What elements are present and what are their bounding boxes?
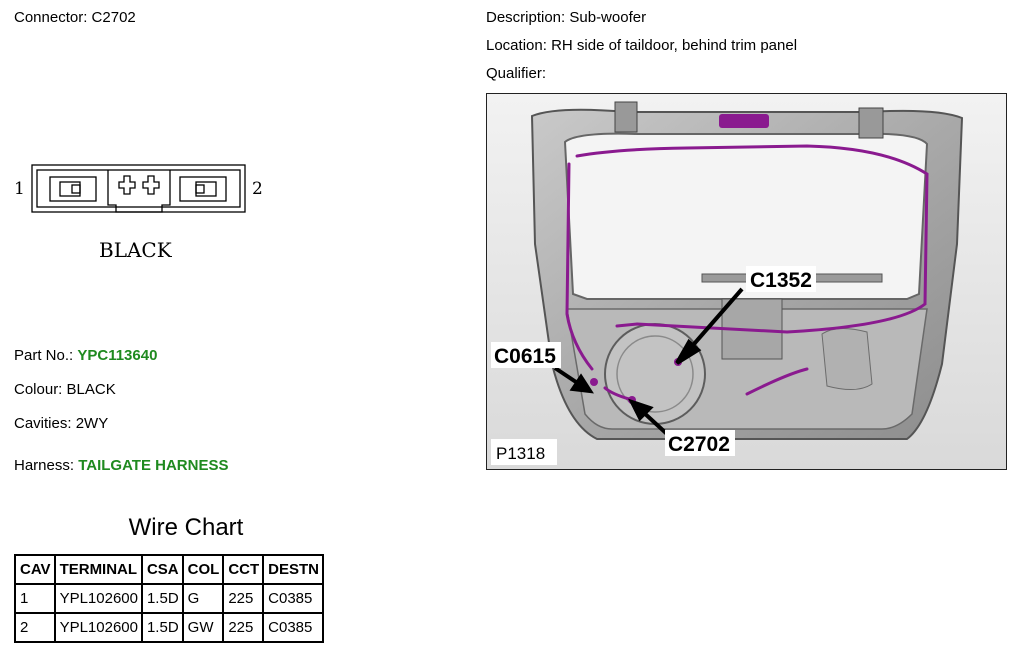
callout-c1352-bg bbox=[746, 266, 816, 292]
right-hinge bbox=[858, 107, 884, 139]
connector-value: C2702 bbox=[91, 9, 136, 26]
cell-csa: 1.5D bbox=[140, 583, 184, 614]
photo-ref-bg bbox=[491, 439, 557, 465]
cavities-label: Cavities: bbox=[14, 415, 72, 432]
location-photo: C1352 C0615 C2702 P1318 bbox=[486, 93, 1007, 470]
cell-destn: C0385 bbox=[262, 583, 324, 614]
harness-connector-top bbox=[719, 114, 769, 128]
colour-field: Colour: BLACK bbox=[14, 381, 116, 398]
part-no-field: Part No.: YPC113640 bbox=[14, 347, 157, 364]
qualifier-field: Qualifier: bbox=[486, 65, 546, 82]
pin-2-label: 2 bbox=[252, 179, 263, 199]
harness-field: Harness: TAILGATE HARNESS bbox=[14, 457, 228, 474]
qualifier-label: Qualifier: bbox=[486, 65, 547, 82]
table-row: 1 YPL102600 1.5D G 225 C0385 bbox=[14, 583, 324, 614]
photo-ref: P1318 bbox=[496, 444, 545, 463]
harness-value: TAILGATE HARNESS bbox=[78, 457, 229, 474]
cell-cct: 225 bbox=[222, 612, 265, 643]
location-field: Location: RH side of taildoor, behind tr… bbox=[486, 37, 797, 54]
description-label: Description: bbox=[486, 9, 566, 26]
wire-chart-title: Wire Chart bbox=[128, 514, 244, 541]
pin-1-label: 1 bbox=[14, 179, 25, 199]
tailgate-illustration: C1352 C0615 C2702 P1318 bbox=[487, 94, 1006, 469]
part-no-label: Part No.: bbox=[14, 347, 74, 364]
connector-field: Connector: C2702 bbox=[14, 9, 136, 26]
connector-label: Connector: bbox=[14, 9, 88, 26]
cell-cav: 1 bbox=[14, 583, 56, 614]
connector-face-diagram: 1 2 BLACK bbox=[14, 164, 263, 262]
speaker-mount bbox=[604, 323, 706, 425]
location-value: RH side of taildoor, behind trim panel bbox=[551, 37, 798, 54]
connector-outline bbox=[31, 164, 246, 213]
cell-cav: 2 bbox=[14, 612, 56, 643]
cell-col: G bbox=[181, 583, 225, 614]
description-value: Sub-woofer bbox=[569, 9, 647, 26]
harness-label: Harness: bbox=[14, 457, 75, 474]
colour-label: Colour: bbox=[14, 381, 63, 398]
connector-color-text: BLACK bbox=[99, 238, 173, 262]
cell-csa: 1.5D bbox=[140, 612, 184, 643]
col-cav: CAV bbox=[14, 554, 56, 585]
callout-c0615: C0615 bbox=[494, 345, 556, 368]
callout-arrows bbox=[553, 287, 744, 436]
cavities-field: Cavities: 2WY bbox=[14, 415, 108, 432]
cell-destn: C0385 bbox=[262, 612, 324, 643]
description-field: Description: Sub-woofer bbox=[486, 9, 646, 26]
cell-terminal: YPL102600 bbox=[53, 583, 143, 614]
table-row: 2 YPL102600 1.5D GW 225 C0385 bbox=[14, 612, 324, 643]
colour-value: BLACK bbox=[66, 381, 116, 398]
col-terminal: TERMINAL bbox=[53, 554, 143, 585]
table-header-row: CAV TERMINAL CSA COL CCT DESTN bbox=[14, 554, 324, 585]
part-no-value: YPC113640 bbox=[77, 347, 158, 364]
left-hinge bbox=[614, 101, 638, 133]
location-label: Location: bbox=[486, 37, 547, 54]
callout-c0615-bg bbox=[491, 342, 561, 368]
callout-c2702-bg bbox=[665, 430, 735, 456]
cavities-value: 2WY bbox=[75, 415, 109, 432]
cell-col: GW bbox=[181, 612, 225, 643]
callout-c1352: C1352 bbox=[750, 269, 812, 292]
cell-cct: 225 bbox=[222, 583, 265, 614]
col-cct: CCT bbox=[222, 554, 265, 585]
col-csa: CSA bbox=[140, 554, 184, 585]
col-destn: DESTN bbox=[262, 554, 324, 585]
cell-terminal: YPL102600 bbox=[53, 612, 143, 643]
col-col: COL bbox=[181, 554, 225, 585]
callout-c2702: C2702 bbox=[668, 433, 730, 456]
wire-chart-table: CAV TERMINAL CSA COL CCT DESTN 1 YPL1026… bbox=[14, 554, 324, 643]
